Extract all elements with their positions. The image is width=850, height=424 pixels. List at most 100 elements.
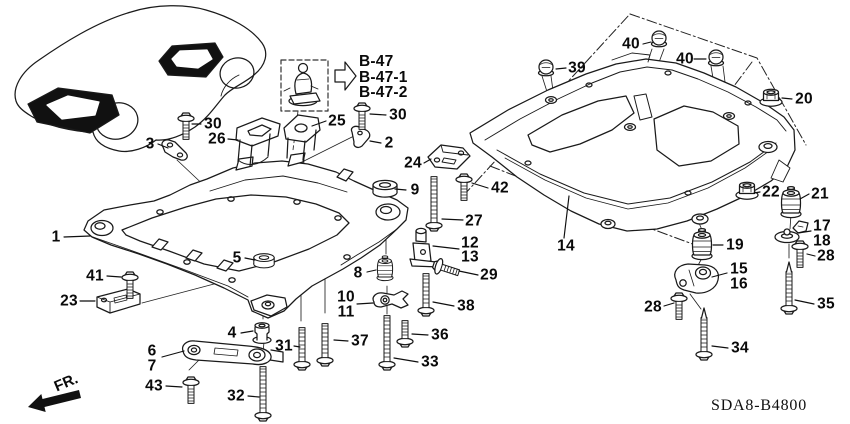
- nut-20: [759, 88, 783, 107]
- callout-37: 37: [351, 332, 369, 350]
- callout-33: 33: [421, 353, 439, 371]
- reference-links: B-47 B-47-1 B-47-2: [359, 54, 408, 101]
- callout-30: 30: [204, 115, 222, 133]
- bolt-37: [316, 322, 334, 367]
- bracket-17-washer-18: [774, 220, 809, 244]
- callout-17: 17: [813, 217, 831, 235]
- callout-11: 11: [337, 303, 355, 321]
- stay-3: [161, 139, 188, 161]
- callout-25: 25: [328, 112, 346, 130]
- ref-link-b47-2: B-47-2: [359, 84, 408, 101]
- callout-27: 27: [465, 212, 483, 230]
- front-subframe-drawing: [83, 152, 409, 319]
- plug-40-left: [650, 30, 668, 48]
- callout-12: 12: [461, 234, 479, 252]
- callout-15: 15: [730, 260, 748, 278]
- callout-7: 7: [147, 357, 157, 375]
- rear-mount-bracket-24: [427, 144, 471, 170]
- callout-26: 26: [208, 130, 226, 148]
- callout-34: 34: [731, 339, 749, 357]
- bolt-27: [425, 175, 443, 232]
- bolt-35: [780, 270, 798, 315]
- bolt-33: [378, 314, 396, 371]
- callout-30: 30: [389, 106, 407, 124]
- plug-39: [537, 59, 555, 77]
- callout-3: 3: [145, 135, 155, 153]
- callout-14: 14: [557, 237, 575, 255]
- car-rear-subframe-highlight: [158, 42, 224, 78]
- callout-5: 5: [232, 249, 242, 267]
- callout-13: 13: [461, 248, 479, 266]
- callout-8: 8: [353, 264, 363, 282]
- callout-24: 24: [404, 154, 422, 172]
- callout-35: 35: [817, 295, 835, 313]
- diagram-code: SDA8-B4800: [711, 397, 808, 414]
- ref-link-b47: B-47: [359, 53, 394, 70]
- damper-8: [376, 255, 394, 282]
- fr-direction-arrow-icon: [28, 390, 81, 412]
- callout-19: 19: [726, 236, 744, 254]
- callout-10: 10: [337, 288, 355, 306]
- bolt-28-left: [670, 292, 688, 321]
- bracket-12-13: [409, 227, 441, 268]
- callout-20: 20: [795, 90, 813, 108]
- plate-15-16: [674, 263, 720, 294]
- callout-39: 39: [568, 59, 586, 77]
- bolt-30-right: [353, 102, 371, 131]
- car-front-subframe-highlight: [27, 87, 120, 134]
- callout-28: 28: [644, 298, 662, 316]
- callout-28: 28: [817, 247, 835, 265]
- stiffener-plate-23: [96, 288, 141, 314]
- callout-41: 41: [86, 267, 104, 285]
- callout-9: 9: [410, 181, 420, 199]
- callout-22: 22: [762, 183, 780, 201]
- reference-arrow-icon: [334, 61, 357, 91]
- front-mount-bracket-26: [235, 117, 281, 167]
- callout-18: 18: [813, 232, 831, 250]
- grommet-9: [372, 179, 398, 198]
- callout-2: 2: [384, 134, 394, 152]
- damper-19: [691, 227, 713, 261]
- nut-22: [735, 181, 759, 200]
- bolt-36: [396, 319, 414, 348]
- bolt-43: [182, 376, 200, 405]
- callout-32: 32: [227, 387, 245, 405]
- stay-10-11: [372, 290, 409, 309]
- damper-21: [780, 185, 802, 219]
- bolt-29: [430, 256, 462, 281]
- bolt-42: [455, 173, 473, 202]
- callout-40: 40: [622, 35, 640, 53]
- callout-16: 16: [730, 275, 748, 293]
- car-outline-illustration: [14, 5, 267, 153]
- callout-21: 21: [811, 185, 829, 203]
- bolt-32: [254, 365, 272, 422]
- torque-rod-6-7: [181, 340, 284, 366]
- grommet-5: [253, 253, 275, 269]
- engine-mount-illustration: [283, 62, 321, 107]
- damper-4: [252, 322, 272, 345]
- plug-40-right: [707, 49, 725, 67]
- callout-42: 42: [491, 179, 509, 197]
- callout-36: 36: [431, 326, 449, 344]
- callout-29: 29: [480, 266, 498, 284]
- callout-31: 31: [275, 337, 293, 355]
- callout-1: 1: [51, 228, 61, 246]
- callout-6: 6: [147, 342, 157, 360]
- bolt-31: [293, 326, 311, 371]
- hardware-parts: [121, 30, 809, 422]
- callout-40: 40: [676, 50, 694, 68]
- clip-2: [350, 125, 371, 148]
- bolt-38: [417, 272, 435, 317]
- rear-subframe-drawing: [469, 52, 796, 232]
- engine-mount-dashed-box: [280, 59, 329, 112]
- callout-4: 4: [227, 324, 237, 342]
- bolt-28-right: [791, 240, 809, 269]
- callout-38: 38: [457, 297, 475, 315]
- bolt-34: [695, 316, 713, 361]
- callout-43: 43: [145, 377, 163, 395]
- leader-lines: [63, 41, 816, 398]
- ref-link-b47-1: B-47-1: [359, 68, 408, 86]
- callout-23: 23: [60, 292, 78, 310]
